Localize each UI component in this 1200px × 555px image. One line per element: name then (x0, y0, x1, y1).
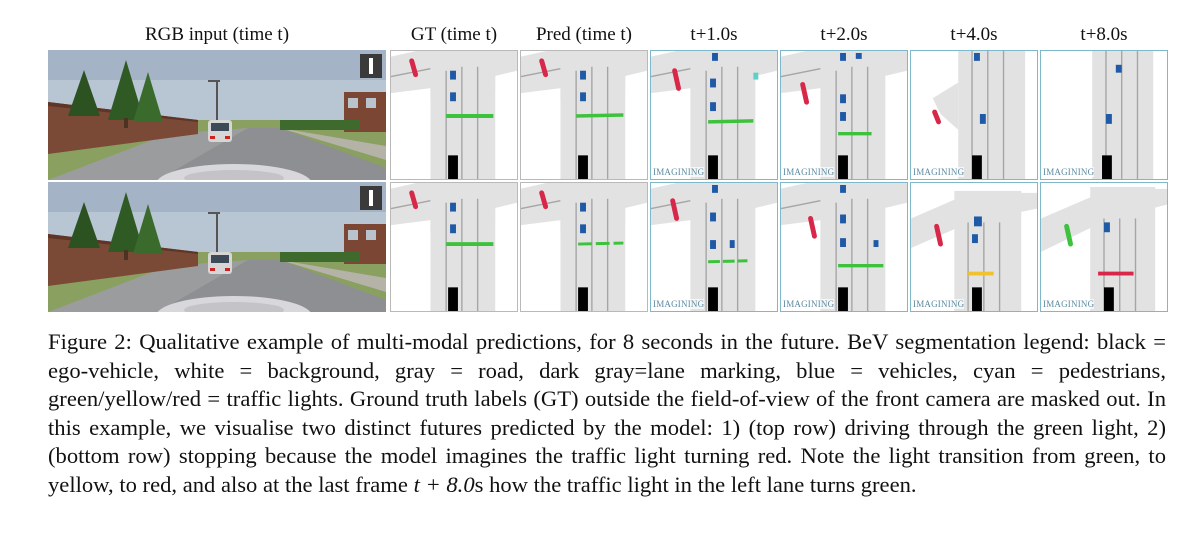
figure-caption: Figure 2: Qualitative example of multi-m… (48, 328, 1166, 500)
caption-math: t + 8.0 (413, 471, 475, 497)
header-t2: t+2.0s (820, 24, 868, 45)
bev-future-t2-bottom: IMAGINING (780, 182, 908, 312)
header-t8: t+8.0s (1080, 24, 1128, 45)
bev-pred-top (520, 50, 648, 180)
bev-future-t8-top: IMAGINING (1040, 50, 1168, 180)
caption-text-part2: s how the traffic light in the left lane… (474, 471, 917, 497)
imagining-label: IMAGINING (1043, 299, 1095, 309)
imagining-label: IMAGINING (1043, 167, 1095, 177)
header-gt: GT (time t) (410, 24, 498, 45)
header-pred: Pred (time t) (535, 24, 633, 45)
header-t4: t+4.0s (950, 24, 998, 45)
imagining-label: IMAGINING (913, 167, 965, 177)
bev-future-t2-top: IMAGINING (780, 50, 908, 180)
imagining-label: IMAGINING (783, 299, 835, 309)
imagining-label: IMAGINING (653, 167, 705, 177)
caption-text-part1: Figure 2: Qualitative example of multi-m… (48, 329, 1166, 497)
bev-gt-bottom (390, 182, 518, 312)
header-t1: t+1.0s (690, 24, 738, 45)
rgb-input-image-top (48, 50, 386, 180)
imagining-label: IMAGINING (913, 299, 965, 309)
column-headers: RGB input (time t) GT (time t) Pred (tim… (0, 24, 1200, 50)
bev-pred-bottom (520, 182, 648, 312)
imagining-label: IMAGINING (783, 167, 835, 177)
bev-gt-top (390, 50, 518, 180)
bev-future-t4-top: IMAGINING (910, 50, 1038, 180)
bev-future-t4-bottom: IMAGINING (910, 182, 1038, 312)
bev-future-t1-top: IMAGINING (650, 50, 778, 180)
rgb-input-image-bottom (48, 182, 386, 312)
header-rgb-input: RGB input (time t) (144, 24, 290, 45)
imagining-label: IMAGINING (653, 299, 705, 309)
bev-future-t8-bottom: IMAGINING (1040, 182, 1168, 312)
bev-future-t1-bottom: IMAGINING (650, 182, 778, 312)
